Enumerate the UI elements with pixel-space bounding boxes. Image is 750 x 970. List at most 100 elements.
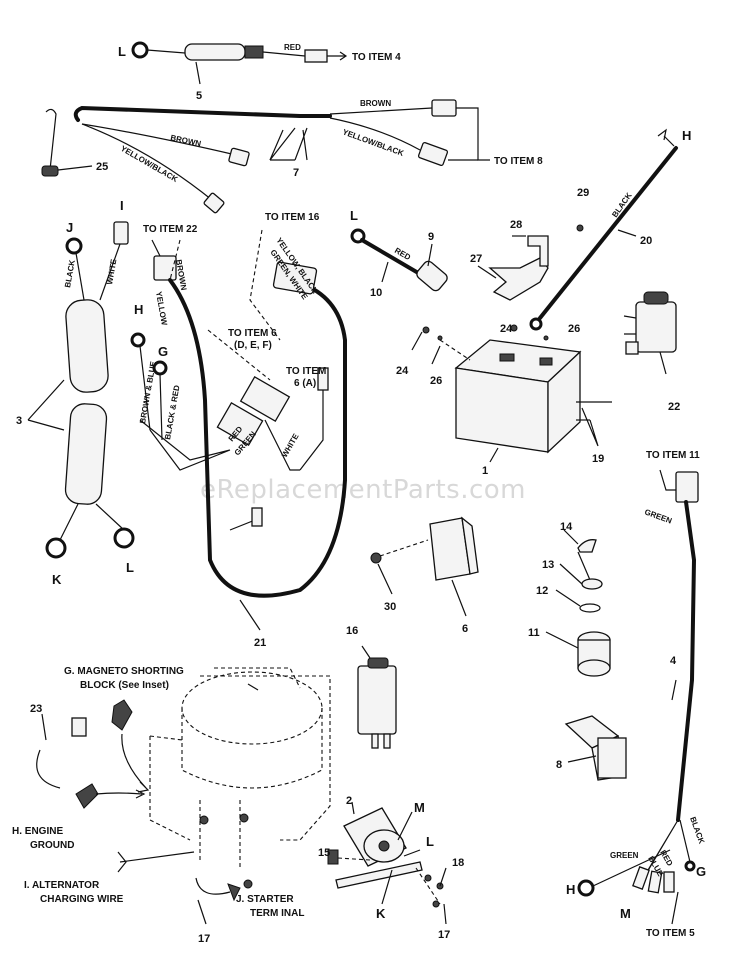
wire-black-left: BLACK [63,259,77,288]
note-to-item-22: TO ITEM 22 [143,224,198,235]
terminal-L-harness: L [126,560,134,575]
callout-magneto-line2: BLOCK (See Inset) [80,680,169,691]
item-number-17-right: 17 [438,929,450,941]
solenoid-item-22 [623,291,677,375]
item-number-1: 1 [482,465,488,477]
wire-harness-item-7 [73,99,490,214]
wire-yellow-black-mid: YELLOW/BLACK [119,144,179,184]
tie-item-23 [36,713,87,789]
item-number-19: 19 [592,453,604,465]
ignition-switch-item-11 [545,529,611,677]
item-number-3: 3 [16,415,22,427]
terminal-G-harness: G [158,344,168,359]
note-to-item-6-l1: TO ITEM 6 [228,328,277,339]
wire-red-top: RED [284,43,301,52]
terminal-leads-item-3 [27,221,135,559]
item-number-25: 25 [96,161,108,173]
note-to-item-16: TO ITEM 16 [265,212,320,223]
callout-engine-line1: H. ENGINE [12,826,63,837]
note-to-item-6a-l2: 6 (A) [294,378,316,389]
item-number-26-left: 26 [430,375,442,387]
terminal-L-red: L [350,208,358,223]
red-cable-item-10 [350,228,448,292]
note-to-item-6a-l1: TO ITEM [286,366,326,377]
item-number-11: 11 [528,627,540,639]
wire-black-4: BLACK [688,816,706,846]
callout-starter-line1: J. STARTER [236,894,294,905]
wire-white-left: WHITE [105,258,118,286]
note-to-item-4: TO ITEM 4 [352,52,401,63]
callout-engine-line2: GROUND [30,840,74,851]
callout-magneto-line1: G. MAGNETO SHORTING [64,666,184,677]
item-number-17-left: 17 [198,933,210,945]
item-number-29: 29 [577,187,589,199]
item-number-28: 28 [510,219,522,231]
wire-brown-mid: BROWN [170,133,203,148]
wire-black-red: BLACK & RED [163,384,181,440]
terminal-M-switch: M [414,800,425,815]
note-to-item-11: TO ITEM 11 [646,450,700,461]
wire-white-small: WHITE [280,432,301,459]
plug-item-6 [370,516,479,617]
starter-item-2 [327,801,447,925]
wire-green-4a: GREEN [643,507,673,525]
item-number-24-right: 24 [500,323,513,335]
item-number-2: 2 [346,795,352,807]
item-number-22: 22 [668,401,680,413]
terminal-G-cable: G [696,864,706,879]
wire-brown-top: BROWN [360,99,391,108]
terminal-H-top: H [682,128,691,143]
terminal-K-harness: K [52,572,62,587]
bracket-item-8 [564,715,627,781]
item-number-8: 8 [556,759,562,771]
wire-yellow-black-top: YELLOW/BLACK [341,127,405,158]
note-to-item-5: TO ITEM 5 [646,928,695,939]
main-harness-item-21 [130,229,347,631]
terminal-L-top: L [118,44,126,59]
item-number-5: 5 [196,90,202,102]
fuse-holder-item-5 [131,41,348,85]
terminal-L-switch: L [426,834,434,849]
wire-green-4b: GREEN [610,851,639,860]
item-number-15: 15 [318,847,330,859]
terminal-M-cable: M [620,906,631,921]
item-number-7: 7 [293,167,299,179]
item-number-26-right: 26 [568,323,580,335]
item-number-6: 6 [462,623,468,635]
wire-yellow: YELLOW [154,291,169,327]
item-number-9: 9 [428,231,434,243]
item-number-24-left: 24 [396,365,409,377]
switch-item-16 [357,645,397,749]
terminal-K-switch: K [376,906,386,921]
watermark: eReplacementParts.com [200,475,526,505]
item-number-4: 4 [670,655,677,667]
terminal-H-harness: H [134,302,143,317]
callout-alternator-line2: CHARGING WIRE [40,894,124,905]
black-cable-item-20 [529,128,678,331]
item-number-10: 10 [370,287,382,299]
harness-item-4 [577,469,699,925]
terminal-I: I [120,198,124,213]
callout-starter-line2: TERM INAL [250,908,304,919]
note-to-item-8: TO ITEM 8 [494,156,543,167]
battery-item-1 [411,324,612,463]
item-number-21: 21 [254,637,266,649]
item-number-20: 20 [640,235,652,247]
item-number-18: 18 [452,857,464,869]
note-to-item-6-l2: (D, E, F) [234,340,272,351]
item-number-12: 12 [536,585,548,597]
tie-strap-item-25 [41,108,93,177]
item-number-30: 30 [384,601,396,613]
engine [75,667,331,925]
terminal-H-cable: H [566,882,575,897]
item-number-16: 16 [346,625,358,637]
battery-bracket-item-27 [477,224,584,301]
terminal-J: J [66,220,73,235]
item-number-13: 13 [542,559,554,571]
callout-alternator-line1: I. ALTERNATOR [24,880,100,891]
wire-brown-blue: BROWN & BLUE [138,360,158,424]
item-number-14: 14 [560,521,573,533]
item-number-27: 27 [470,253,482,265]
